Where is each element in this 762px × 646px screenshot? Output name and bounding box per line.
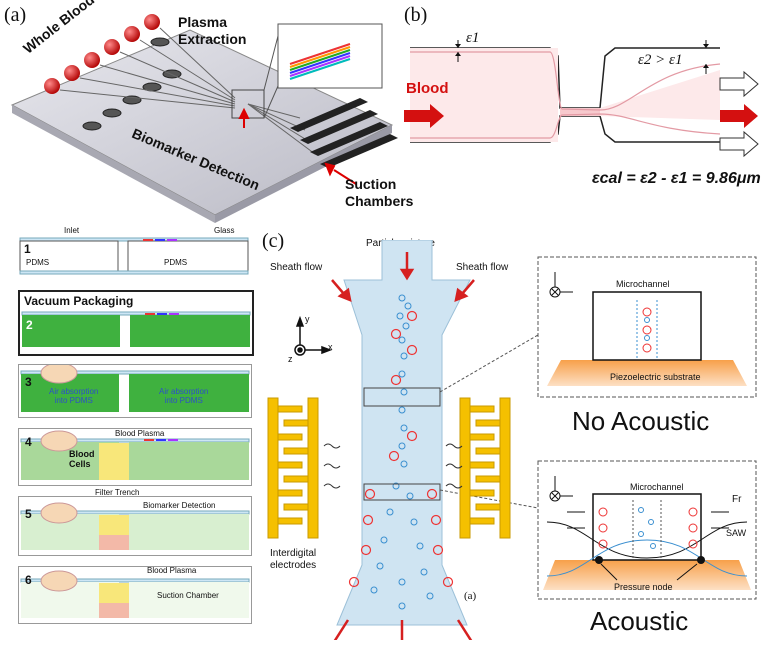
flow-channel [336,240,471,626]
air-absorption-right-label: Air absorption into PDMS [159,387,209,405]
axis-x-label: x [328,342,333,352]
step-1-box: 1 Inlet Glass PDMS PDMS [18,226,250,280]
step-number: 5 [25,507,32,521]
pdms-left-label: PDMS [26,258,50,267]
sheath-flow-right-label: Sheath flow [456,262,509,273]
idt-left [267,397,319,539]
inlet-label: Inlet [64,226,80,235]
step-6-box: 6 Blood Plasma Suction Chamber [18,566,252,624]
pdms-right-label: PDMS [164,258,188,267]
epsilon2-label: ε2 > ε1 [638,52,683,68]
glass-label: Glass [214,226,235,235]
panel-b-cell-separation-channel [404,40,759,158]
sheath-flow-left-label: Sheath flow [270,262,323,273]
no-acoustic-inset [537,256,757,398]
axis-y-label: y [305,314,310,324]
air-absorption-left-label: Air absorption into PDMS [49,387,99,405]
step-number: 6 [25,573,32,587]
step-3-box: 3 Air absorption into PDMS Air absorptio… [18,364,252,418]
acoustic-inset [537,460,757,600]
step-5-box: 5 Filter Trench Biomarker Detection [18,488,252,556]
suction-chamber-label: Suction Chamber [157,591,219,600]
outlet-arrow-bottom [719,130,759,158]
piezo-label: Piezoelectric substrate [610,372,701,382]
pressure-node-label: Pressure node [614,582,673,592]
panel-c-sublabel: (a) [464,590,477,602]
panel-a-chip-illustration [10,14,398,223]
step-number: 3 [25,375,32,389]
suction-chambers-label: Suction Chambers [345,176,414,209]
epsilon-equation: εcal = ε2 - ε1 = 9.86μm [592,170,761,187]
blood-arrow [404,104,444,128]
epsilon1-label: ε1 [466,30,480,46]
saw-label: SAW [726,528,747,538]
panel-a-letter: (a) [4,4,27,26]
vacuum-packaging-label: Vacuum Packaging [24,294,134,308]
blood-label: Blood [406,80,449,97]
biomarker-detection-step-label: Biomarker Detection [143,501,216,510]
blood-cells-label: Blood Cells [69,449,95,469]
microchannel-bottom-label: Microchannel [630,482,684,492]
acoustic-sorting-channel [267,240,539,640]
step-number: 1 [24,242,31,256]
acoustic-label: Acoustic [590,606,689,636]
step-2-box: Vacuum Packaging 2 [18,290,254,356]
interdigital-label: Interdigital electrodes [270,548,317,571]
outlet-arrow-top [719,70,759,98]
idt-right [459,397,511,539]
microchannel-top-label: Microchannel [616,279,670,289]
blood-plasma-label: Blood Plasma [115,429,165,438]
suction-chambers [290,98,398,168]
step-4-box: 4 Blood Plasma Blood Cells [18,428,252,486]
panel-c-letter: (c) [262,230,285,252]
step-number: 2 [26,318,33,332]
plasma-wells [82,37,182,131]
small-particles [370,294,434,610]
axes-icon [294,315,333,356]
panel-b-letter: (b) [404,4,428,26]
axis-z-label: z [288,354,293,364]
blood-inlets [44,14,160,94]
blood-plasma-step6-label: Blood Plasma [147,566,197,575]
step-number: 4 [25,435,32,449]
no-acoustic-label: No Acoustic [572,406,710,436]
large-particles [348,310,454,588]
fr-label: Fr [732,494,742,505]
filter-trench-label: Filter Trench [95,488,140,497]
outlet-arrow-mid [720,104,758,128]
plasma-extraction-label: Plasma Extraction [178,14,247,47]
